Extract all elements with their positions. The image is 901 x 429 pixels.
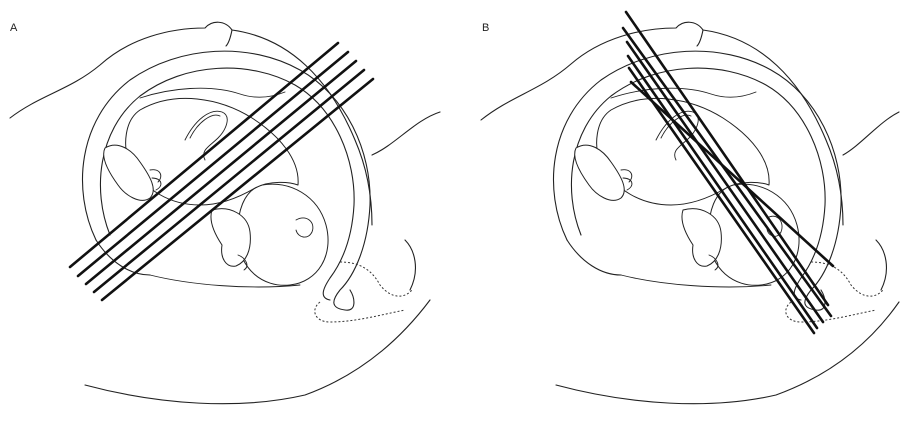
panel-a: A (0, 0, 450, 429)
panel-b-illustration (451, 0, 901, 429)
panel-a-illustration (0, 0, 450, 429)
panel-b: B (451, 0, 901, 429)
